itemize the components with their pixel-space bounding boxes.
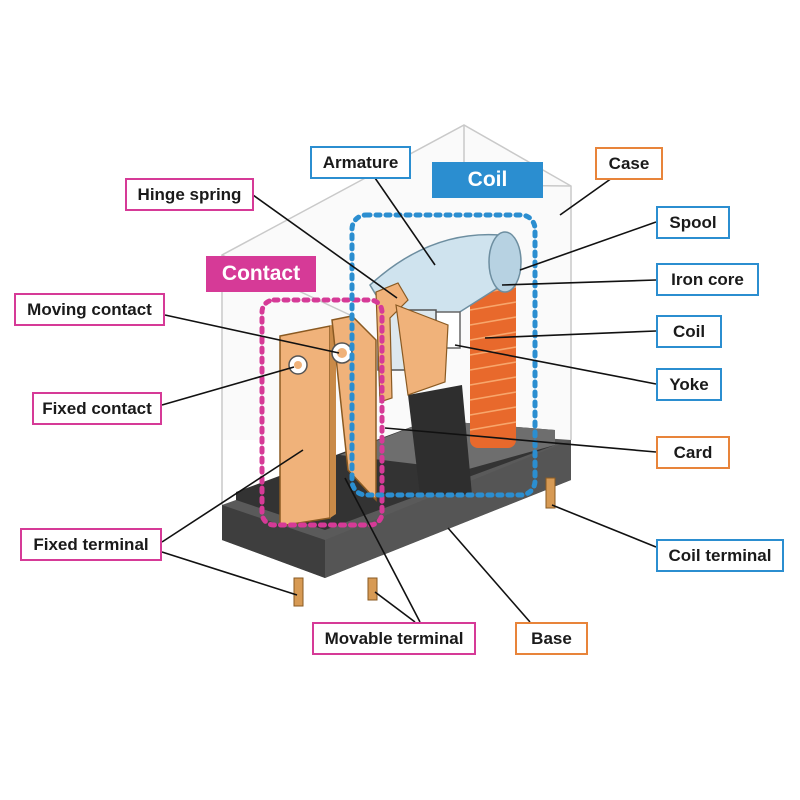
label-hinge-spring: Hinge spring — [125, 178, 254, 211]
label-armature: Armature — [310, 146, 411, 179]
terminals — [293, 477, 556, 607]
label-coil-terminal: Coil terminal — [656, 539, 784, 572]
coil-assembly — [369, 231, 522, 495]
label-iron-core: Iron core — [656, 263, 759, 296]
label-fixed-contact: Fixed contact — [32, 392, 162, 425]
coil-group-outline — [349, 212, 538, 498]
label-coil: Coil — [656, 315, 722, 348]
leader-lines — [161, 177, 657, 623]
label-yoke: Yoke — [656, 368, 722, 401]
contact-group-tag: Contact — [206, 256, 316, 292]
label-case: Case — [595, 147, 663, 180]
label-fixed-terminal: Fixed terminal — [20, 528, 162, 561]
label-base: Base — [515, 622, 588, 655]
label-card: Card — [656, 436, 730, 469]
relay-base — [222, 420, 571, 578]
label-spool: Spool — [656, 206, 730, 239]
label-movable-terminal: Movable terminal — [312, 622, 476, 655]
contact-group-outline — [259, 297, 385, 528]
label-moving-contact: Moving contact — [14, 293, 165, 326]
coil-group-tag: Coil — [432, 162, 543, 198]
